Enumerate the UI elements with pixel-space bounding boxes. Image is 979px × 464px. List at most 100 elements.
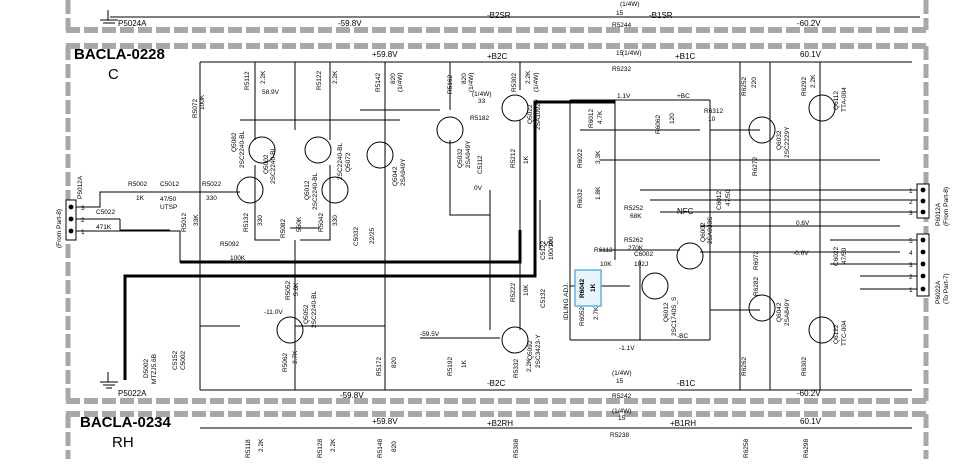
- r5052-val: 5.6K: [293, 282, 300, 296]
- top-strip: P5024A -59.8V -B2SR -B1SR -60.2V (1/4W) …: [100, 1, 920, 29]
- r6272-ref: R6272: [752, 156, 759, 176]
- r6292-ref: R6292: [801, 76, 808, 96]
- q6042-part: 2SA849Y: [784, 298, 791, 326]
- r5182-val: 33: [478, 98, 486, 105]
- board-channel-top: C: [108, 66, 119, 83]
- capacitor-labels: C5012 47/50 UTSP C5022 471K C5032 22/25 …: [96, 155, 848, 370]
- rb-pin-4: 4: [909, 250, 913, 257]
- lower-rail: -59.8V -B2C -B1C -60.2V 15 (1/4W) R5242 …: [118, 370, 912, 400]
- voltage-labels: 1.1V -1.1V 0.6V -0.6V +BC -BC 0V 58.9V -…: [262, 89, 810, 352]
- q5082-ref: Q5082: [231, 132, 238, 152]
- ground-symbol-bottom: [100, 372, 118, 389]
- rail-bottom-1: +59.8V: [372, 417, 398, 426]
- bottom-board-labels: R5118 2.2K R5128 2.2K R5148 820 R5308 R6…: [245, 438, 810, 458]
- r5112-ref: R5112: [244, 71, 251, 90]
- r6292-val: 2.2K: [810, 74, 817, 88]
- r5148-ref: R5148: [377, 438, 384, 458]
- v-0-6: 0.6V: [796, 220, 810, 227]
- r6012-ref: R6012: [588, 108, 595, 128]
- c5032-val: 22/25: [369, 227, 376, 244]
- input-pin-1: 1: [81, 229, 85, 236]
- c6012-ref: C6012: [716, 190, 723, 210]
- r5252-val: 68K: [630, 213, 642, 220]
- rail-bottom-4: 60.1V: [800, 417, 822, 426]
- r6042-ref: R6042: [579, 278, 586, 298]
- rail-upper-3: +B1C: [675, 52, 695, 61]
- q5052-part: 2SC2240-BL: [311, 290, 318, 328]
- highlighted-resistor-r6042[interactable]: R6042 1K: [574, 269, 602, 307]
- c5122-val: 100/100: [548, 236, 555, 260]
- r5232-note: (1/4W): [622, 50, 642, 57]
- r5172-val: 820: [391, 357, 398, 368]
- q5042-ref: Q5042: [392, 166, 399, 186]
- rb-pin-3: 3: [909, 262, 913, 269]
- r6022-ref: R6022: [577, 148, 584, 168]
- input-pin-2: 2: [81, 217, 85, 224]
- c5012-ref: C5012: [160, 181, 180, 188]
- r6022-val: 3.3K: [595, 150, 602, 164]
- r6252-val: 220: [751, 77, 758, 88]
- r6258-ref: R6258: [743, 438, 750, 458]
- input-pin-3: 3: [81, 205, 85, 212]
- c5002-ref: C5002: [180, 350, 187, 370]
- q6032-ref: Q6032: [776, 130, 783, 150]
- r5182-note: (1/4W): [472, 91, 492, 98]
- rail-bottom-2: +B2RH: [487, 419, 513, 428]
- r5062-ref: R5062: [282, 352, 289, 372]
- r5122-val: 2.2K: [332, 70, 339, 84]
- r5242-note: (1/4W): [612, 370, 632, 377]
- c5022-val: 471K: [96, 224, 112, 231]
- c5012-note: UTSP: [160, 204, 177, 211]
- r5012-val: 33K: [193, 214, 200, 226]
- r5128-val: 2.2K: [330, 438, 337, 452]
- q5092-ref: Q5092: [527, 340, 534, 360]
- r6112-ref: R6112: [594, 247, 613, 254]
- rb-pin-2: 2: [909, 274, 913, 281]
- transistor-symbols: [236, 94, 836, 354]
- rb-connector-ref: P6022A: [935, 280, 942, 304]
- rb-pin-1: 1: [909, 287, 913, 294]
- connector-p5024a: P5024A: [118, 19, 147, 28]
- c6002-val: 102J: [634, 261, 648, 268]
- r6012-val: 4.7K: [597, 110, 604, 124]
- r5212-ref: R5212: [510, 148, 517, 168]
- d5002-part: MTZJ5.6B: [151, 354, 158, 384]
- input-connector-ref: P5012A: [77, 175, 84, 199]
- r5142-note: (1/4W): [397, 73, 404, 93]
- signal-wiring: [90, 62, 920, 390]
- rt-connector-ref: P6012A: [935, 202, 942, 226]
- r5042-ref: R5042: [318, 212, 325, 232]
- q6122-ref: Q6122: [833, 324, 840, 344]
- q6012-part: 2SC1740S_S: [671, 296, 678, 336]
- v-plus-bc: +BC: [677, 93, 690, 100]
- r5212-val: 1K: [523, 155, 530, 164]
- q6032-part: 2SC2229Y: [784, 126, 791, 158]
- ground-symbol: [100, 10, 118, 24]
- r5002-val: 1K: [136, 195, 145, 202]
- q5012-part: 2SC2240-BL: [312, 172, 319, 210]
- board-frames: [65, 0, 929, 459]
- r5072-val: 100K: [199, 94, 206, 110]
- r5172-ref: R5172: [376, 356, 383, 376]
- r5092-ref: R5092: [220, 241, 240, 248]
- rail-top-3: -B1SR: [649, 11, 673, 20]
- board-channel-bottom: RH: [112, 434, 134, 451]
- vr-label: VR: [544, 241, 553, 248]
- r6252-ref: R6252: [741, 76, 748, 96]
- v-neg-11: -11.0V: [264, 309, 283, 316]
- r6032-ref: R6032: [577, 188, 584, 208]
- r5252-ref: R5252: [624, 205, 644, 212]
- q6012-ref: Q6012: [663, 302, 670, 322]
- bottom-rail: +59.8V +B2RH +B1RH 60.1V 15 (1/4W) R5238: [200, 408, 912, 439]
- top-res-num: 15: [616, 10, 624, 17]
- q5082-part: 2SC2240-BL: [239, 130, 246, 168]
- r5082-val: 560K: [296, 216, 303, 232]
- q5002-part: 2SC2240-BL: [270, 146, 277, 184]
- r5332-ref: R5332: [513, 358, 520, 378]
- upper-rail: +59.8V +B2C +B1C 60.1V 15 (1/4W) R5232: [200, 50, 912, 73]
- right-bottom-connector: 5 4 3 2 1 P6022A (To Part-7): [909, 233, 950, 304]
- feedback-bus: [123, 100, 615, 380]
- board-name-top: BACLA-0228: [74, 46, 165, 63]
